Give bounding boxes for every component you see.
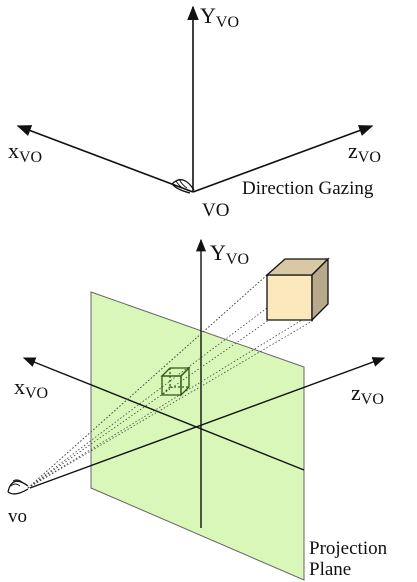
projected-cube <box>160 366 191 397</box>
top-z-axis-label: zVO <box>348 138 381 166</box>
bottom-x-axis <box>22 357 305 471</box>
bottom-z-axis <box>29 357 386 489</box>
projection-plane <box>90 291 305 581</box>
viewpoint-label: vo <box>8 506 27 527</box>
bottom-z-axis-label: zVO <box>351 380 384 408</box>
projection-rays <box>27 258 329 489</box>
projection-plane-label-line1: Projection <box>309 538 388 559</box>
bottom-x-axis-label: xVO <box>14 374 48 402</box>
object-cube <box>265 257 330 322</box>
top-z-axis <box>192 125 374 193</box>
viewpoint-eye-icon <box>7 479 29 495</box>
top-x-axis-label: xVO <box>8 138 42 166</box>
bottom-coordinate-system: YVO xVO zVO vo Projection Plane <box>7 238 388 581</box>
top-y-axis-label: YVO <box>200 3 239 31</box>
top-x-axis <box>16 125 194 193</box>
top-origin-label: VO <box>202 200 229 221</box>
projection-plane-label-line2: Plane <box>309 559 351 580</box>
top-eye-icon <box>171 178 195 194</box>
top-coordinate-system: YVO xVO zVO VO Direction Gazing <box>8 3 381 221</box>
direction-gazing-label: Direction Gazing <box>242 178 374 199</box>
bottom-y-axis-label: YVO <box>210 240 249 268</box>
